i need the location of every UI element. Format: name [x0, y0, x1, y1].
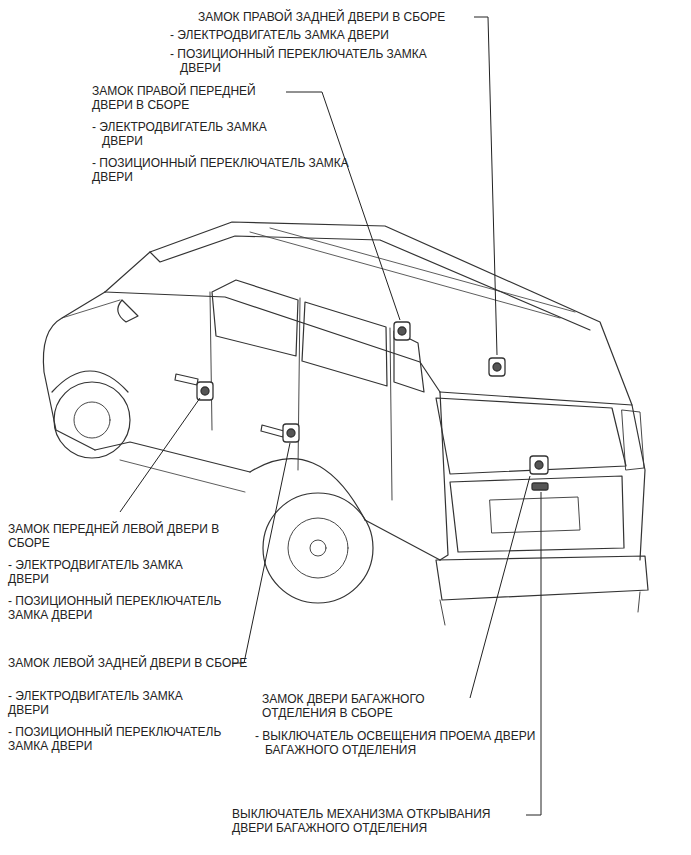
part-label: - ПОЗИЦИОННЫЙ ПЕРЕКЛЮЧАТЕЛЬ ЗАМКА ДВЕРИ — [8, 725, 260, 753]
part-label: ЗАМОК ДВЕРИ БАГАЖНОГО ОТДЕЛЕНИЯ В СБОРЕ — [262, 692, 484, 720]
part-label: - ЭЛЕКТРОДВИГАТЕЛЬ ЗАМКА ДВЕРИ — [92, 120, 274, 148]
part-label: ЗАМОК ПРАВОЙ ЗАДНЕЙ ДВЕРИ В СБОРЕ — [198, 10, 488, 24]
part-label: ЗАМОК ПЕРЕДНЕЙ ЛЕВОЙ ДВЕРИ В СБОРЕ — [8, 522, 256, 550]
part-label: ЗАМОК ЛЕВОЙ ЗАДНЕЙ ДВЕРИ В СБОРЕ — [8, 656, 250, 670]
part-label: - ПОЗИЦИОННЫЙ ПЕРЕКЛЮЧАТЕЛЬ ЗАМКА ДВЕРИ — [8, 594, 260, 622]
part-label: ВЫКЛЮЧАТЕЛЬ МЕХАНИЗМА ОТКРЫВАНИЯ ДВЕРИ Б… — [232, 807, 532, 835]
part-label: - ЭЛЕКТРОДВИГАТЕЛЬ ЗАМКА ДВЕРИ — [8, 558, 224, 586]
part-label: - ПОЗИЦИОННЫЙ ПЕРЕКЛЮЧАТЕЛЬ ЗАМКА ДВЕРИ — [170, 47, 442, 75]
part-label: ЗАМОК ПРАВОЙ ПЕРЕДНЕЙ ДВЕРИ В СБОРЕ — [92, 84, 292, 112]
part-label: - ЭЛЕКТРОДВИГАТЕЛЬ ЗАМКА ДВЕРИ — [8, 689, 224, 717]
part-label: - ПОЗИЦИОННЫЙ ПЕРЕКЛЮЧАТЕЛЬ ЗАМКА ДВЕРИ — [92, 156, 354, 184]
part-label: - ЭЛЕКТРОДВИГАТЕЛЬ ЗАМКА ДВЕРИ — [170, 28, 450, 42]
part-label: - ВЫКЛЮЧАТЕЛЬ ОСВЕЩЕНИЯ ПРОЕМА ДВЕРИ БАГ… — [255, 729, 553, 757]
